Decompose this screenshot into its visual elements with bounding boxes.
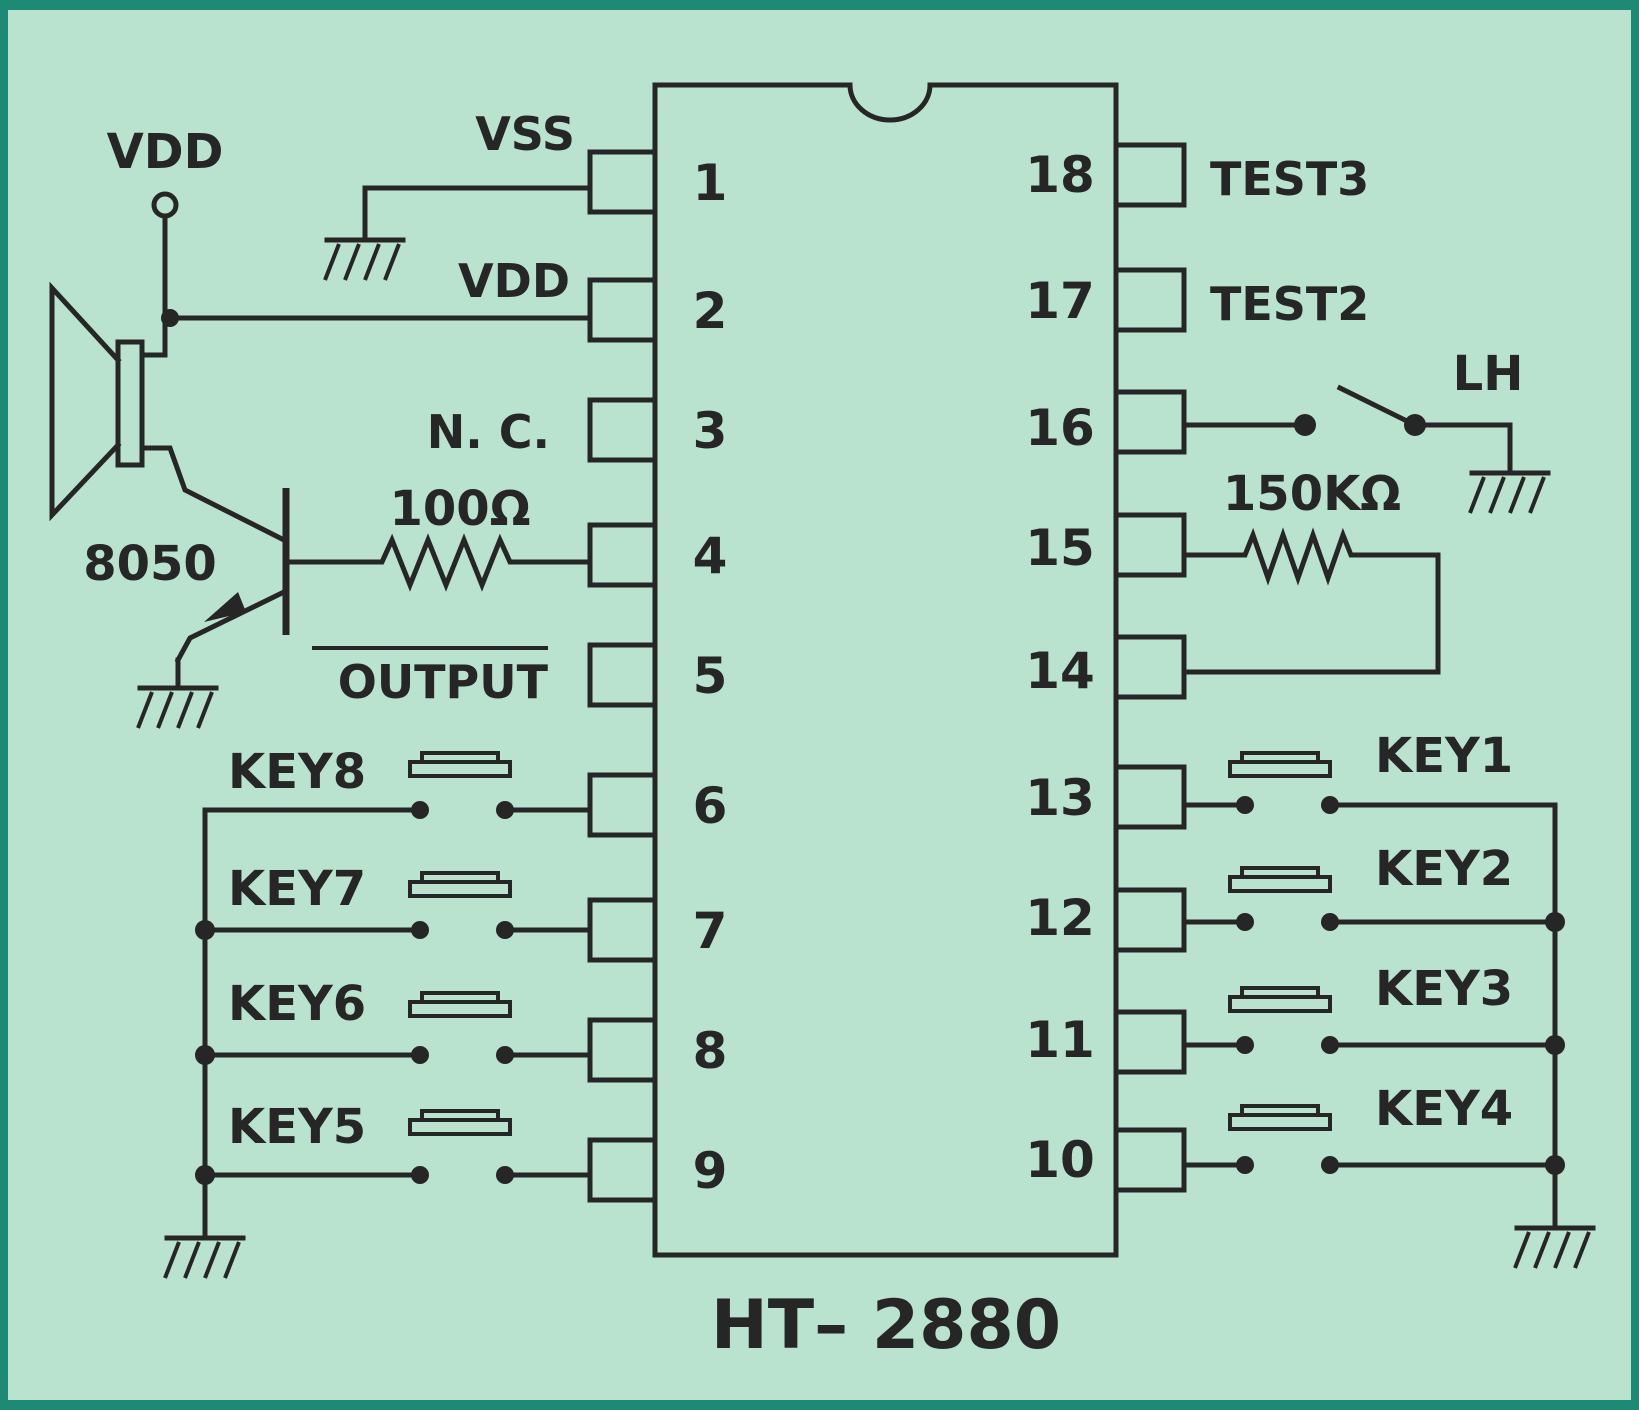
switch-lh — [1181, 384, 1513, 473]
pin-label-test2: TEST2 — [1210, 277, 1369, 331]
resistor-base-label: 100Ω — [390, 481, 531, 537]
pin-number: 16 — [1025, 399, 1095, 457]
pin-number: 18 — [1025, 146, 1095, 204]
pin-label-vss: VSS — [475, 107, 575, 161]
resistor-osc — [1181, 527, 1441, 675]
wire-vdd — [162, 213, 593, 358]
key-label: KEY1 — [1375, 728, 1513, 784]
wire-right-keys — [1181, 802, 1558, 1228]
junction-dot — [161, 309, 179, 327]
transistor-label: 8050 — [83, 536, 217, 592]
key-label: KEY2 — [1375, 841, 1513, 897]
pin-number: 5 — [693, 647, 728, 705]
pin-number: 2 — [693, 282, 728, 340]
pin-number: 15 — [1025, 519, 1095, 577]
pin-number: 7 — [693, 902, 728, 960]
diagram-background — [8, 10, 1631, 1400]
key-label: KEY3 — [1375, 961, 1513, 1017]
pin-number: 13 — [1025, 769, 1095, 827]
resistor-osc-label: 150KΩ — [1223, 466, 1401, 522]
wire-vss-ground — [362, 185, 593, 243]
pin-number: 14 — [1025, 642, 1095, 700]
wire-left-keys — [202, 807, 593, 1238]
key-label: KEY6 — [228, 976, 366, 1032]
vdd-supply-label: VDD — [107, 124, 224, 180]
switch-contact — [1294, 414, 1316, 436]
ic-body — [652, 82, 1119, 1258]
left-key-contacts — [195, 801, 514, 1185]
left-pin-numbers: 1 2 3 4 5 6 7 8 9 — [693, 154, 728, 1200]
emitter-arrow-icon — [204, 592, 246, 622]
pin-label-vdd: VDD — [458, 254, 570, 308]
left-pin-boxes — [587, 149, 658, 1203]
switch-label: LH — [1453, 346, 1524, 402]
pin-number: 11 — [1025, 1011, 1095, 1069]
pin-number: 17 — [1025, 272, 1095, 330]
key-label: KEY8 — [228, 744, 366, 800]
switch-contact — [1404, 414, 1426, 436]
speaker-icon — [49, 281, 145, 522]
pin-number: 10 — [1025, 1131, 1095, 1189]
pin-number: 3 — [693, 402, 728, 460]
pin-label-test3: TEST3 — [1210, 152, 1369, 206]
pin-number: 1 — [693, 154, 728, 212]
resistor-base — [285, 533, 593, 592]
key-label: KEY4 — [1375, 1081, 1513, 1137]
pin-number: 8 — [693, 1022, 728, 1080]
pin-number: 4 — [693, 527, 728, 585]
pin-number: 9 — [693, 1142, 728, 1200]
pin-label-nc: N. C. — [427, 405, 550, 459]
pin-number: 6 — [693, 777, 728, 835]
key-label: KEY5 — [228, 1099, 366, 1155]
right-pin-boxes — [1113, 142, 1187, 1193]
pin-label-output: OUTPUT — [338, 655, 549, 709]
right-pin-numbers: 18 17 16 15 14 13 12 11 10 — [1025, 146, 1095, 1189]
right-key-contacts — [1236, 796, 1565, 1175]
transistor-emitter — [174, 588, 288, 664]
pin-number: 12 — [1025, 889, 1095, 947]
key-label: KEY7 — [228, 861, 366, 917]
wire-speaker — [139, 352, 288, 544]
chip-name: HT– 2880 — [711, 1286, 1061, 1365]
